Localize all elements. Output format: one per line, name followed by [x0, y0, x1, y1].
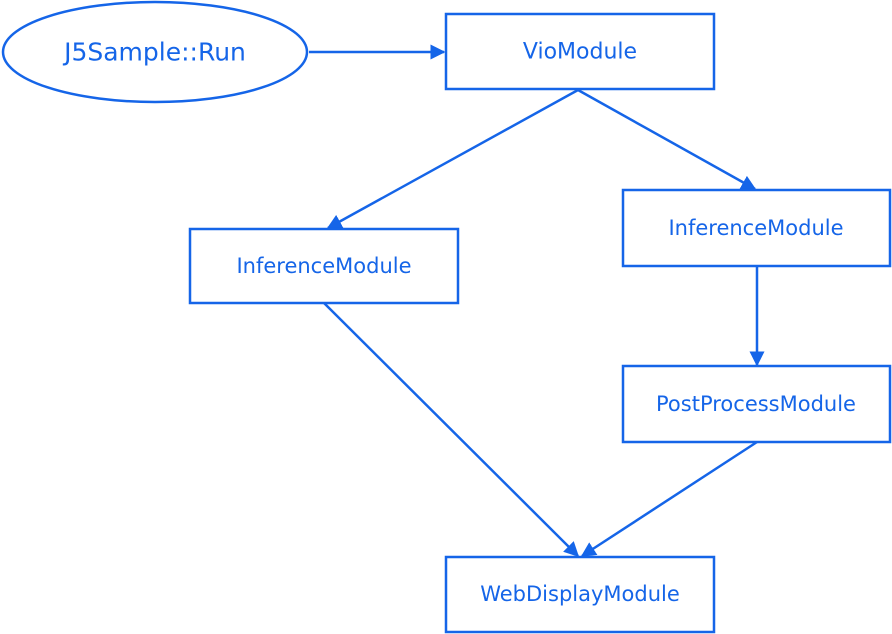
node-vio-shape — [444, 12, 716, 91]
node-inference-left-label: InferenceModule — [236, 254, 411, 278]
node-inference-right-shape — [621, 188, 892, 268]
edges-group — [309, 44, 765, 558]
edge-vio-to-inference-left — [326, 88, 579, 230]
node-postprocess-label: PostProcessModule — [656, 392, 856, 416]
node-start: J5Sample::Run — [1, 0, 309, 104]
node-webdisplay-label: WebDisplayModule — [480, 582, 680, 606]
node-start-label: J5Sample::Run — [62, 38, 246, 67]
edge-vio-to-inference-right — [577, 88, 757, 191]
node-inference-right-label: InferenceModule — [668, 216, 843, 240]
node-postprocess-shape — [621, 364, 892, 444]
node-vio-label: VioModule — [523, 40, 637, 65]
node-postprocess: PostProcessModule — [621, 364, 892, 444]
edge-postprocess-to-webdisplay — [580, 440, 758, 558]
node-inference-left-shape — [188, 227, 460, 305]
node-vio: VioModule — [444, 12, 716, 91]
node-webdisplay-shape — [444, 555, 716, 634]
node-start-shape — [1, 0, 309, 104]
edge-inference-left-to-webdisplay — [323, 302, 580, 558]
node-webdisplay: WebDisplayModule — [444, 555, 716, 634]
node-inference-right: InferenceModule — [621, 188, 892, 268]
node-inference-left: InferenceModule — [188, 227, 460, 305]
